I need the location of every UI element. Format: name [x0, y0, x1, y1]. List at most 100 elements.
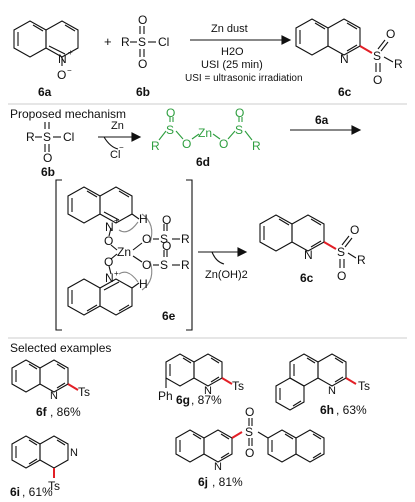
o-atom: O: [245, 405, 254, 419]
n-atom: N: [58, 52, 67, 66]
o-atom: O: [182, 137, 191, 151]
compound-label-6b: 6b: [136, 85, 150, 99]
example-label: 6j: [198, 475, 208, 489]
quinoline-n-oxide-structure: [13, 20, 79, 66]
minus-charge: −: [67, 66, 72, 75]
cl-atom: Cl: [63, 130, 74, 144]
example-6j-structure: [175, 418, 325, 463]
example-yield: , 81%: [212, 475, 243, 489]
compound-label-6e: 6e: [162, 309, 176, 323]
arrow-byproduct-cl: Cl: [110, 149, 120, 161]
examples-title: Selected examples: [10, 341, 111, 355]
h-atom: H: [139, 212, 148, 226]
compound-label-6c: 6c: [300, 271, 314, 285]
tosyl-group: Ts: [358, 379, 370, 393]
o-atom: O: [235, 106, 244, 120]
o-atom: O: [142, 232, 151, 246]
compound-label-6c: 6c: [338, 85, 352, 99]
arrow-reagent-6a: 6a: [315, 113, 329, 127]
o-atom: O: [386, 27, 395, 41]
example-6i-structure: [11, 435, 69, 478]
r-group: R: [252, 139, 261, 153]
n-atom: N: [340, 52, 349, 66]
o-atom: O: [373, 73, 382, 87]
r-group: R: [357, 253, 366, 267]
example-label: 6g: [176, 393, 190, 407]
plus-sign: +: [104, 34, 112, 49]
example-label: 6h: [320, 403, 334, 417]
o-atom: O: [104, 255, 113, 269]
o-atom: O: [57, 68, 66, 82]
r-group: R: [151, 139, 160, 153]
reagent-water: H2O: [221, 46, 244, 58]
o-atom: O: [162, 213, 171, 227]
s-atom: S: [43, 130, 51, 144]
s-atom: S: [337, 245, 345, 259]
s-atom: S: [160, 258, 168, 272]
s-atom: S: [373, 49, 381, 63]
mechanism-title: Proposed mechanism: [10, 107, 126, 121]
o-atom: O: [219, 137, 228, 151]
o-atom: O: [245, 446, 254, 460]
plus-charge: +: [114, 216, 119, 225]
arrow-reagent-zn: Zn: [111, 120, 124, 132]
arrow-byproduct-zn-hydroxide: Zn(OH)2: [205, 269, 248, 281]
o-atom: O: [138, 57, 147, 71]
plus-charge: +: [68, 48, 73, 57]
s-atom: S: [245, 425, 253, 439]
r-group: R: [26, 130, 35, 144]
product-quinoline-sulfone-structure: [295, 18, 373, 56]
example-6g-structure: [165, 353, 233, 388]
zn-atom: Zn: [198, 126, 212, 140]
o-atom: O: [162, 239, 171, 253]
n-atom: N: [105, 220, 114, 234]
r-group: R: [181, 258, 190, 272]
n-atom: N: [328, 385, 336, 397]
s-atom: S: [160, 232, 168, 246]
cl-atom: Cl: [158, 35, 169, 49]
o-atom: O: [43, 151, 52, 165]
complex-structure: [67, 186, 180, 316]
example-yield: , 61%: [22, 485, 53, 499]
plus-charge: +: [114, 269, 119, 278]
minus-charge: −: [119, 143, 124, 152]
reagent-usi: USI (25 min): [201, 59, 263, 71]
example-6h-structure: [275, 353, 357, 411]
example-yield: , 87%: [191, 393, 222, 407]
example-label: 6i: [10, 485, 20, 499]
example-yield: , 63%: [336, 403, 367, 417]
compound-label-6a: 6a: [38, 85, 52, 99]
example-6f-structure: [11, 359, 79, 393]
phenyl-group: Ph: [158, 389, 173, 403]
o-atom: O: [350, 223, 359, 237]
o-atom: O: [104, 234, 113, 248]
o-atom: O: [166, 106, 175, 120]
s-atom: S: [138, 35, 146, 49]
zn-atom: Zn: [117, 245, 131, 259]
compound-label-6d: 6d: [196, 155, 210, 169]
tosyl-group: Ts: [78, 385, 90, 399]
n-atom: N: [50, 390, 58, 402]
n-atom: N: [70, 447, 78, 459]
example-yield: , 86%: [50, 405, 81, 419]
n-atom: N: [105, 271, 114, 285]
n-atom: N: [204, 385, 212, 397]
r-group: R: [394, 57, 403, 71]
product-quinoline-sulfone-structure: [259, 214, 337, 252]
o-atom: O: [337, 269, 346, 283]
complex-brackets: [55, 179, 193, 331]
s-atom: S: [166, 123, 174, 137]
r-group: R: [121, 35, 130, 49]
compound-label-6b: 6b: [41, 165, 55, 179]
o-atom: O: [142, 258, 151, 272]
reagent-zn-dust: Zn dust: [211, 23, 248, 35]
usi-note: USI = ultrasonic irradiation: [185, 73, 303, 84]
o-atom: O: [138, 13, 147, 27]
example-label: 6f: [36, 405, 48, 419]
n-atom: N: [304, 248, 313, 262]
tosyl-group: Ts: [48, 479, 60, 493]
zinc-sulfinate-structure: [158, 117, 253, 141]
r-group: R: [181, 232, 190, 246]
s-atom: S: [235, 123, 243, 137]
